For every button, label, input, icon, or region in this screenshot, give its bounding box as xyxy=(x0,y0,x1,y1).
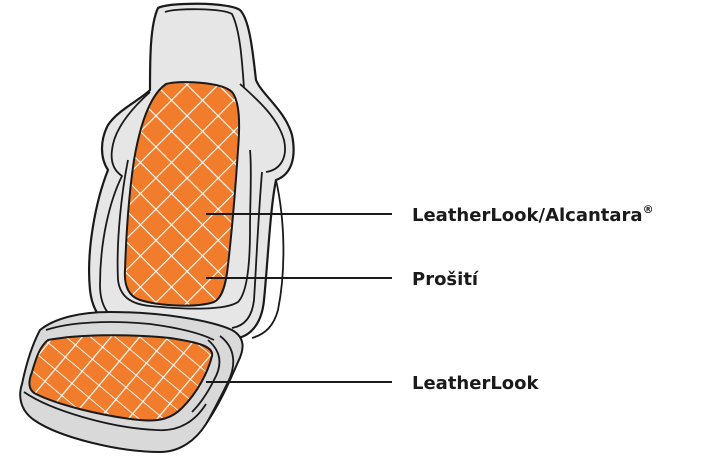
seat-front-lip xyxy=(23,391,207,432)
backrest-inner-pocket xyxy=(116,149,252,310)
callout-stitching: Prošití xyxy=(206,269,479,290)
right-side-edge xyxy=(251,179,285,339)
backrest xyxy=(88,2,295,341)
seat-cushion xyxy=(19,311,244,453)
headrest-contour xyxy=(164,8,245,89)
left-bolster-line xyxy=(99,91,151,323)
backrest-shoulder-line xyxy=(239,83,286,173)
callout-label-backrest-material: LeatherLook/Alcantara® xyxy=(412,203,654,226)
callout-label-seat-material: LeatherLook xyxy=(412,373,540,394)
callout-seat-material: LeatherLook xyxy=(206,373,540,394)
seat-panel xyxy=(28,334,214,422)
registered-mark: ® xyxy=(643,203,654,216)
right-bolster-line xyxy=(231,171,263,329)
callout-backrest-material: LeatherLook/Alcantara® xyxy=(206,203,654,226)
seat-back-edge xyxy=(45,321,215,341)
callout-label-stitching: Prošití xyxy=(412,269,479,290)
seat-right-bolster-inner xyxy=(191,339,221,413)
backrest-panel xyxy=(123,81,241,307)
